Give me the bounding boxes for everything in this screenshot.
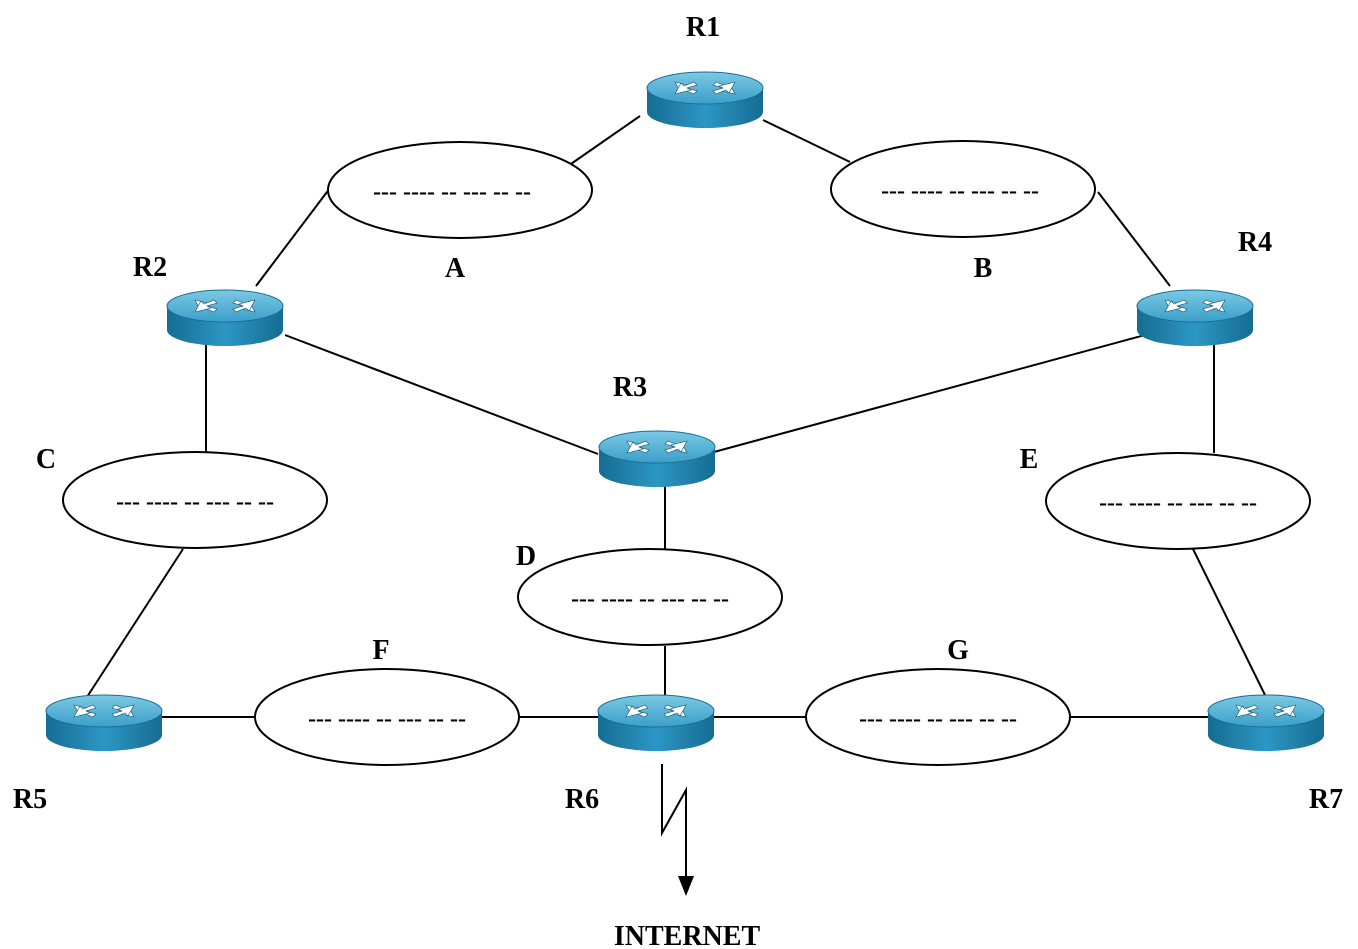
link-r1-a [567,115,641,167]
network-ellipse [830,140,1096,238]
network-b: --- ---- -- --- -- -- B [830,140,1096,284]
router-r2: R2 [133,252,284,347]
link-c-r5 [86,548,184,698]
router-label: R5 [13,784,47,815]
link-e-r7 [1192,548,1267,698]
network-address: --- ---- -- --- -- -- [881,178,1039,204]
router-icon [646,71,764,129]
network-ellipse [254,668,520,766]
router-label: R7 [1309,784,1343,815]
link-r4-r3 [713,334,1146,453]
network-letter: F [372,635,389,666]
router-label: R3 [613,372,647,403]
router-r3: R3 [598,372,716,488]
network-letter: E [1020,444,1039,475]
router-r4: R4 [1136,227,1272,347]
router-label: R4 [1238,227,1272,258]
network-address: --- ---- -- --- -- -- [1099,490,1257,516]
network-letter: D [516,541,536,572]
router-icon [166,289,284,347]
link-a-r2 [255,187,331,287]
links [86,115,1267,718]
router-label: R2 [133,252,167,283]
network-ellipse [517,548,783,646]
network-f: --- ---- -- --- -- -- F [254,635,520,766]
network-address: --- ---- -- --- -- -- [571,586,729,612]
router-label: R6 [565,784,599,815]
network-ellipse [62,451,328,549]
network-letter: A [445,253,466,284]
router-icon [1207,694,1325,752]
router-r5: R5 [13,694,163,815]
network-g: --- ---- -- --- -- -- G [805,635,1071,766]
network-address: --- ---- -- --- -- -- [373,179,531,205]
network-ellipse [327,141,593,239]
network-letter: C [36,444,56,475]
network-address: --- ---- -- --- -- -- [859,706,1017,732]
router-r1: R1 [646,12,764,129]
internet-uplink: INTERNET [614,764,761,949]
serial-link-zigzag [661,764,687,878]
network-address: --- ---- -- --- -- -- [308,706,466,732]
network-d: --- ---- -- --- -- -- D [516,541,783,646]
link-r2-r3 [284,334,599,455]
router-r7: R7 [1207,694,1343,815]
network-a: --- ---- -- --- -- -- A [327,141,593,284]
network-letter: B [974,253,993,284]
arrow-down-icon [678,876,694,896]
router-icon [45,694,163,752]
network-e: --- ---- -- --- -- -- E [1020,444,1311,550]
network-address: --- ---- -- --- -- -- [116,489,274,515]
network-ellipse [805,668,1071,766]
router-r6: R6 [565,694,715,815]
router-icon [1136,289,1254,347]
router-icon [597,694,715,752]
internet-label: INTERNET [614,921,761,949]
network-c: --- ---- -- --- -- -- C [36,444,328,549]
link-b-r4 [1097,191,1171,287]
link-r1-b [762,119,851,163]
network-ellipse [1045,452,1311,550]
network-letter: G [947,635,969,666]
router-label: R1 [686,12,720,43]
router-icon [598,430,716,488]
